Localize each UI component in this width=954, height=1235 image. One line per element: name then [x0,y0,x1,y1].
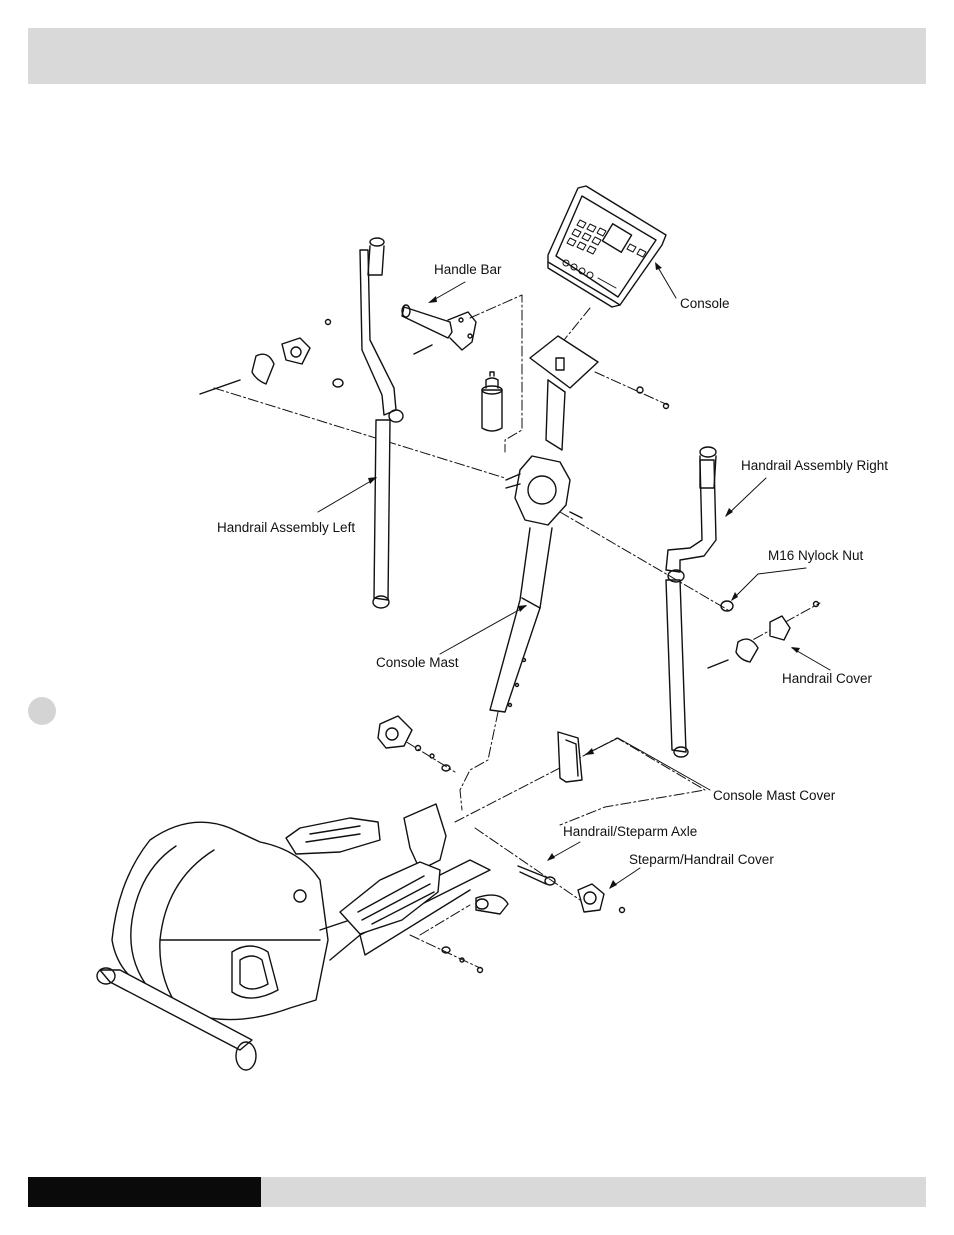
callout-handrail-right: Handrail Assembly Right [741,458,888,474]
callout-console-mast: Console Mast [376,655,459,671]
handrail-right [666,447,716,757]
steparm-cover-right [578,884,625,913]
console [548,186,666,307]
callout-console: Console [680,296,730,312]
console-mast [490,336,598,712]
callout-steparm-cover: Steparm/Handrail Cover [629,852,774,868]
handrail-left [360,238,403,608]
callout-handle-bar: Handle Bar [434,262,502,278]
callout-handrail-cover: Handrail Cover [782,671,872,687]
handrail-cover-left [200,320,343,395]
handrail-cover-right [637,387,819,668]
pedal-left [286,818,380,854]
callout-axle: Handrail/Steparm Axle [563,824,697,840]
handle-bar [402,305,476,354]
console-mast-cover [558,732,582,782]
callout-console-mast-cover: Console Mast Cover [713,788,835,804]
callout-nylock-nut: M16 Nylock Nut [768,548,863,564]
pedal-right [340,862,440,934]
axle [518,866,555,885]
water-bottle [482,372,502,431]
callout-handrail-left: Handrail Assembly Left [217,520,355,536]
